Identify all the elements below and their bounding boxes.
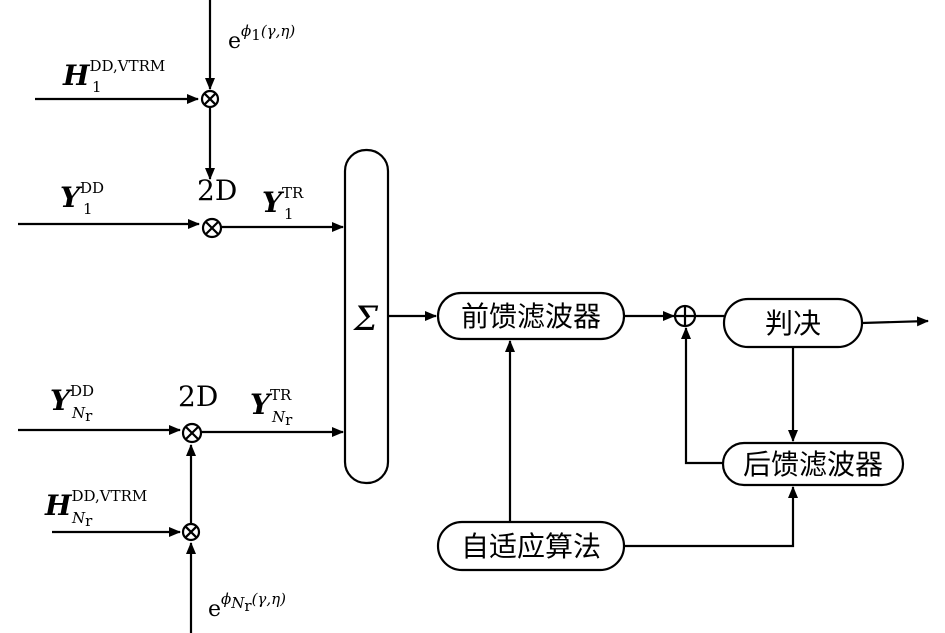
yn-label: YDD xyxy=(50,382,94,417)
feedback-filter-label: 后馈滤波器 xyxy=(743,448,883,481)
decision-output-line xyxy=(861,316,929,327)
y1tr-sub: 1 xyxy=(284,205,294,223)
multiplier-phase1 xyxy=(200,89,220,109)
h1-sub: 1 xyxy=(92,78,102,96)
y1-label: YDD xyxy=(60,179,104,214)
two-d-label-lower: 2D xyxy=(178,380,218,413)
two-d-label-upper: 2D xyxy=(197,174,237,207)
adder xyxy=(673,304,697,328)
fb-to-adder-line xyxy=(681,327,723,465)
adaptive-algorithm-label: 自适应算法 xyxy=(461,530,601,563)
summation-symbol: Σ xyxy=(352,299,379,339)
hn-label: HDD,VTRM xyxy=(44,487,147,522)
h1-label: HDD,VTRM xyxy=(62,57,165,92)
multiplier-2d-lower xyxy=(181,422,203,444)
decision-label: 判决 xyxy=(765,307,821,340)
phase1-label: eϕ1(γ,η) xyxy=(228,22,295,54)
y1tr-label: YTR xyxy=(262,184,304,219)
yntr-sub: Nr xyxy=(271,408,293,429)
feedforward-filter-label: 前馈滤波器 xyxy=(461,300,601,333)
yn-sub: Nr xyxy=(71,404,93,425)
hn-sub: Nr xyxy=(71,509,93,530)
y1-sub: 1 xyxy=(83,200,93,218)
adaptive-to-fb-line xyxy=(624,486,798,548)
yntr-label: YTR xyxy=(250,386,292,421)
phasen-label: eϕNr(γ,η) xyxy=(208,590,286,622)
multiplier-2d-upper xyxy=(201,217,223,239)
multiplier-phasen xyxy=(181,522,201,542)
